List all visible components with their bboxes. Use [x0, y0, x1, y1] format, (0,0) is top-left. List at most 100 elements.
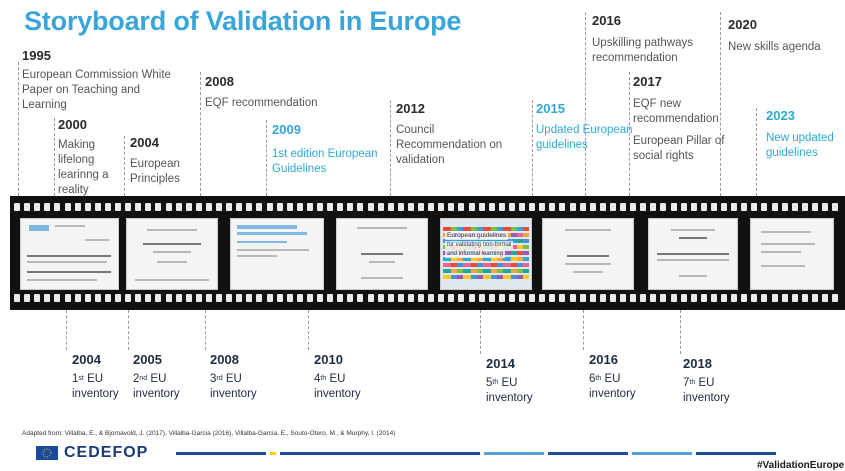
- inventory-line2: inventory: [589, 388, 636, 400]
- film-hole: [559, 294, 566, 302]
- film-hole: [125, 203, 132, 211]
- film-hole: [569, 203, 576, 211]
- film-frame-2: [126, 218, 218, 290]
- film-hole: [125, 294, 132, 302]
- inventory-label: 6th EU: [589, 373, 621, 385]
- frame-stripe: [443, 275, 529, 279]
- event-text-2004: European Principles: [130, 158, 180, 185]
- event-year-2017-label: 20182017: [633, 74, 662, 89]
- film-hole: [549, 294, 556, 302]
- film-hole: [14, 294, 20, 302]
- inventory-label: 2nd EU: [133, 373, 167, 385]
- film-hole: [620, 203, 626, 211]
- event-text-2015: Updated European guidelines: [536, 124, 633, 151]
- film-hole: [246, 294, 253, 302]
- film-hole: [306, 294, 313, 302]
- film-hole: [832, 203, 839, 211]
- film-hole: [771, 294, 778, 302]
- film-hole: [64, 294, 71, 302]
- film-hole: [347, 294, 354, 302]
- film-hole: [155, 294, 162, 302]
- connector-inv-2005: [128, 310, 129, 350]
- footer-bar-segment: [176, 452, 266, 455]
- film-hole: [539, 203, 546, 211]
- film-holes-bottom: [14, 294, 845, 304]
- film-hole: [791, 294, 798, 302]
- inventory-line2: inventory: [133, 388, 180, 400]
- film-hole: [74, 294, 81, 302]
- film-strip: European guidelines for validating non-f…: [10, 196, 845, 310]
- connector-2009: [266, 120, 267, 196]
- film-frame-8: [750, 218, 834, 290]
- film-hole: [24, 203, 31, 211]
- event-text-2008: EQF recommendation: [205, 97, 318, 109]
- film-hole: [296, 203, 303, 211]
- film-hole: [397, 203, 404, 211]
- event-year-1995: 1995: [22, 48, 51, 63]
- inventory-2014: 2014 5th EU inventory: [486, 356, 533, 406]
- film-hole: [731, 294, 738, 302]
- connector-2020: [720, 12, 721, 196]
- film-hole: [660, 294, 667, 302]
- film-frame-7: [648, 218, 738, 290]
- event-year-2015: 2015: [536, 101, 565, 116]
- film-hole: [670, 203, 677, 211]
- film-hole: [216, 294, 222, 302]
- film-hole: [428, 203, 435, 211]
- inventory-year: 2018: [683, 356, 712, 371]
- frame-5-line2: for validating non-formal: [445, 241, 514, 249]
- film-hole: [791, 203, 798, 211]
- film-frame-3: [230, 218, 324, 290]
- film-hole: [175, 294, 182, 302]
- film-hole: [256, 203, 263, 211]
- film-hole: [74, 203, 81, 211]
- film-hole: [529, 294, 536, 302]
- frame-stripe: [443, 263, 529, 267]
- inventory-year: 2004: [72, 352, 101, 367]
- film-hole: [690, 294, 697, 302]
- film-hole: [195, 203, 202, 211]
- page-title: Storyboard of Validation in Europe: [24, 6, 462, 36]
- inventory-label: 1st EU: [72, 373, 104, 385]
- connector-inv-2004: [66, 310, 67, 350]
- film-hole: [337, 203, 344, 211]
- connector-inv-2014: [480, 310, 481, 354]
- film-hole: [185, 203, 192, 211]
- film-hole: [650, 203, 657, 211]
- film-hole: [609, 294, 616, 302]
- film-hole: [508, 203, 515, 211]
- frame-stripe: [443, 227, 529, 231]
- film-hole: [478, 294, 485, 302]
- event-year-2016: 2016: [592, 13, 621, 28]
- film-hole: [488, 294, 495, 302]
- film-hole: [811, 203, 818, 211]
- film-hole: [801, 294, 808, 302]
- film-hole: [468, 294, 475, 302]
- film-hole: [660, 203, 667, 211]
- film-hole: [589, 203, 596, 211]
- frame-5-line3: and informal learning: [445, 250, 506, 258]
- film-hole: [357, 294, 364, 302]
- film-hole: [256, 294, 263, 302]
- event-text-2016: Upskilling pathways recommendation: [592, 37, 693, 64]
- film-hole: [317, 203, 323, 211]
- film-hole: [195, 294, 202, 302]
- film-hole: [387, 203, 394, 211]
- film-hole: [630, 203, 637, 211]
- film-hole: [589, 294, 596, 302]
- film-hole: [529, 203, 536, 211]
- footer-bar-segment: [696, 452, 776, 455]
- film-hole: [347, 203, 354, 211]
- film-hole: [599, 294, 606, 302]
- film-frame-5: European guidelines for validating non-f…: [440, 218, 532, 290]
- connector-2023: [756, 108, 757, 196]
- event-year-2004: 2004: [130, 135, 159, 150]
- film-hole: [751, 203, 758, 211]
- film-frame-1: [20, 218, 119, 290]
- film-hole: [781, 294, 788, 302]
- film-hole: [438, 294, 445, 302]
- film-holes-top: [14, 203, 845, 213]
- inventory-line2: inventory: [314, 388, 361, 400]
- film-hole: [286, 203, 293, 211]
- inventory-2018: 2018 7th EU inventory: [683, 356, 730, 406]
